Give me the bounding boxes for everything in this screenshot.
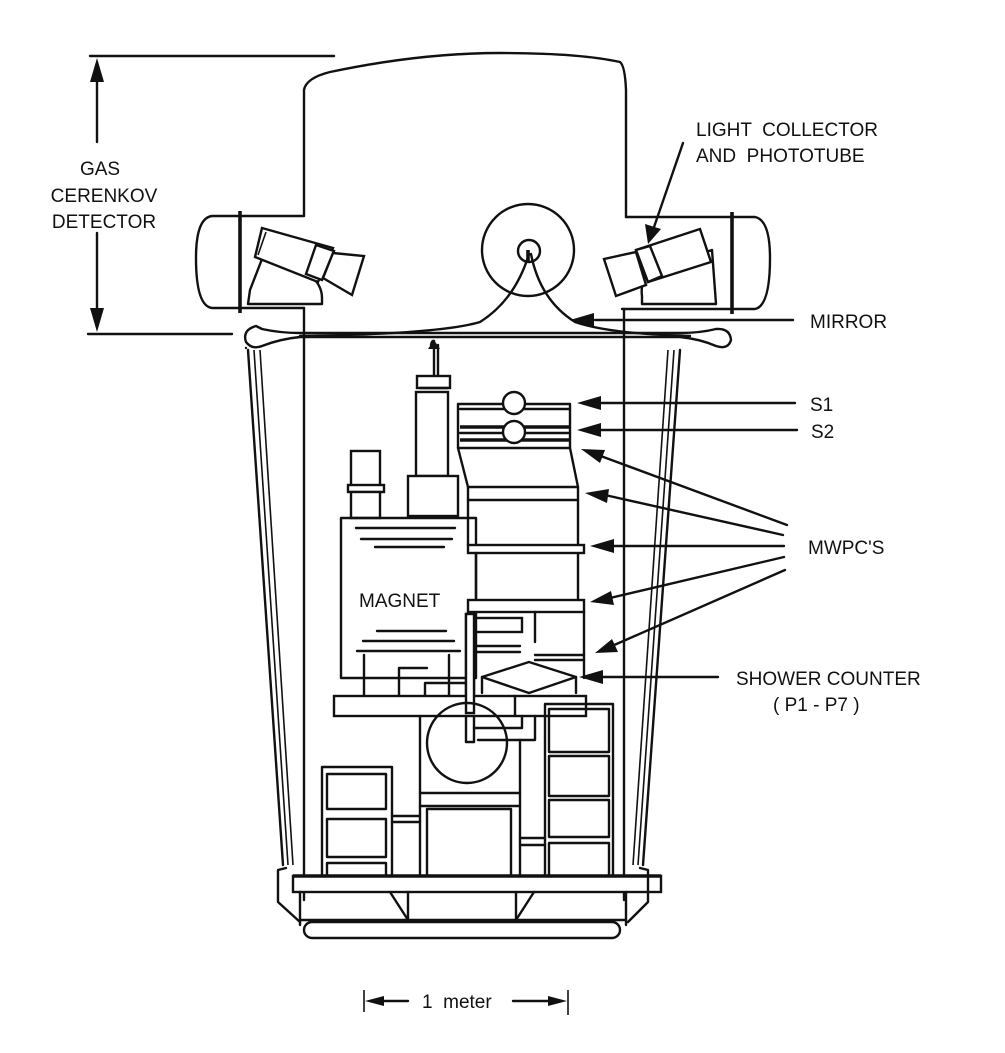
shower-counter-label: SHOWER COUNTER — [736, 669, 921, 690]
base-right-bracket — [626, 866, 650, 924]
mirror-label: MIRROR — [810, 312, 887, 333]
left-phototube — [246, 226, 366, 306]
left-strut-inner-b — [259, 349, 294, 866]
scale-bar-right-arrow-icon — [548, 996, 567, 1006]
s2-label: S2 — [811, 422, 834, 443]
left-phototube-face — [321, 251, 366, 297]
magnet-label: MAGNET — [359, 591, 441, 612]
gas-cerenkov-label-line-1: GAS — [80, 159, 120, 180]
s1-label: S1 — [810, 395, 833, 416]
gondola-shell — [243, 324, 733, 940]
right-rack-box-1 — [547, 707, 611, 754]
cerenkov-dimension — [86, 54, 336, 336]
lower-structure — [320, 612, 615, 878]
gas-cerenkov-label-line-2: CERENKOV — [51, 186, 158, 207]
cerenkov-vessel — [194, 51, 772, 902]
base-platform — [291, 874, 663, 894]
central-rod-front — [464, 612, 476, 715]
right-pod — [624, 215, 772, 311]
stack-small-box — [474, 616, 524, 634]
magnet-inner-step-2 — [423, 681, 470, 697]
right-phototube — [602, 227, 718, 306]
mwpc-arrow-4-icon — [590, 591, 614, 605]
shower-counter-arrow-icon — [579, 670, 603, 684]
small-tower-top — [349, 449, 382, 488]
pressure-sphere — [425, 701, 509, 785]
mwpc-1-housing — [456, 446, 580, 489]
right-rack-box-3 — [547, 798, 611, 839]
mwpc-arrow-2-icon — [585, 489, 609, 503]
s2-arrow-icon — [577, 423, 601, 437]
right-rack-link — [518, 836, 547, 847]
right-rack-box-2 — [547, 754, 611, 798]
scale-bar-label: 1 meter — [422, 992, 492, 1013]
right-strut-inner-a — [637, 349, 675, 866]
mwpc-leader-2 — [603, 493, 785, 537]
left-rack — [320, 765, 394, 878]
mwpc-leader-4 — [608, 555, 786, 600]
right-rack — [543, 702, 615, 878]
left-pod — [194, 214, 306, 310]
support-deck — [332, 694, 588, 718]
shower-counter — [480, 660, 578, 695]
base-skid — [302, 920, 622, 940]
right-phototube-collar — [634, 244, 664, 284]
magnet-assembly: MAGNET — [339, 339, 478, 697]
callouts — [570, 141, 799, 684]
mwpc-arrow-5-icon — [595, 639, 618, 653]
mwpc-3-plane — [466, 543, 586, 555]
left-strut-inner-a — [253, 349, 289, 866]
base-left-gusset — [388, 890, 410, 922]
s1-phototube — [501, 390, 527, 416]
scale-bar: 1 meter — [363, 990, 569, 1015]
mwpcs-label: MWPC'S — [808, 538, 884, 559]
right-collector-rim — [699, 228, 709, 253]
left-rack-box-3 — [325, 861, 388, 878]
feed-tube-tip-icon — [428, 340, 440, 349]
magnet-inner-step-1 — [397, 666, 429, 697]
light-collector-label-line-1: LIGHT COLLECTOR — [696, 120, 878, 141]
right-rack-box-4 — [547, 841, 611, 878]
left-rack-box-1 — [325, 772, 388, 811]
sphere-bracket-2 — [476, 714, 537, 742]
mirror-arrow-icon — [570, 313, 594, 327]
right-strut-inner-b — [632, 349, 669, 866]
gas-cerenkov-label-line-3: DETECTOR — [52, 212, 156, 233]
mirror-left-curve — [298, 252, 531, 338]
left-phototube-collar — [304, 243, 336, 282]
small-tower-body — [349, 490, 382, 520]
column-base — [406, 474, 460, 518]
dimension-down-arrow-icon — [90, 308, 104, 332]
light-collector-label-line-2: AND PHOTOTUBE — [696, 146, 865, 167]
right-strut-outer — [641, 348, 682, 867]
left-rack-box-2 — [325, 817, 388, 859]
mirror-outer-circle — [480, 202, 576, 298]
detector-stack — [456, 390, 586, 715]
column-cap — [415, 374, 452, 390]
gas-cerenkov-label: GAS CERENKOV DETECTOR — [51, 159, 158, 233]
scale-bar-left-arrow-icon — [365, 996, 384, 1006]
mwpc-arrow-3-icon — [590, 539, 614, 553]
left-collector-rim — [257, 231, 267, 256]
top-rail — [243, 324, 733, 349]
right-phototube-face — [602, 250, 648, 298]
light-collector-arrow-icon — [645, 224, 661, 244]
s2-phototube — [501, 419, 527, 445]
right-labels: LIGHT COLLECTOR AND PHOTOTUBE MIRROR S1 … — [696, 120, 921, 716]
cerenkov-dome — [302, 51, 628, 219]
left-strut-outer — [246, 348, 285, 867]
shower-counter-range-label: ( P1 - P7 ) — [773, 695, 860, 716]
s1-arrow-icon — [577, 396, 601, 410]
base-right-gusset — [514, 890, 536, 922]
base-left-bracket — [276, 866, 302, 924]
column-body — [414, 390, 450, 478]
mwpc-leader-5 — [610, 568, 787, 648]
mwpc-4-plane — [466, 598, 586, 614]
sphere-bracket-1 — [472, 714, 524, 730]
central-box — [425, 807, 513, 878]
dimension-up-arrow-icon — [90, 58, 104, 82]
light-collector-leader — [651, 141, 685, 232]
mwpc-leader-1 — [596, 453, 789, 527]
mwpc-arrow-1-icon — [581, 449, 605, 463]
